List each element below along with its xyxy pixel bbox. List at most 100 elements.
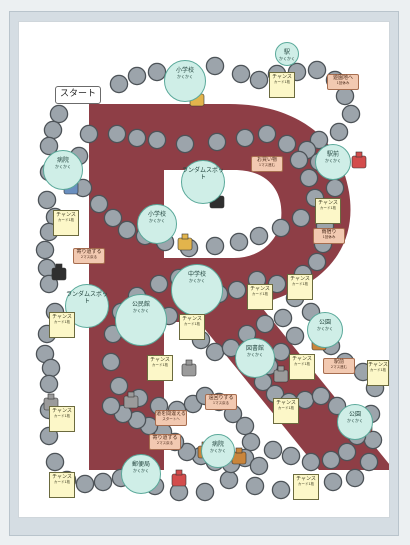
path-space[interactable]: [359, 452, 379, 472]
path-space[interactable]: [273, 308, 293, 328]
path-space[interactable]: [307, 60, 327, 80]
chance-card[interactable]: チャンスカード1枚: [273, 398, 299, 424]
chance-card[interactable]: チャンスカード1枚: [367, 360, 389, 386]
chance-card[interactable]: チャンスカード1枚: [247, 284, 273, 310]
path-space[interactable]: [271, 480, 291, 500]
path-space[interactable]: [325, 178, 345, 198]
station-tile[interactable]: 中学校かくかく: [171, 264, 223, 316]
path-space[interactable]: [35, 240, 55, 260]
path-space[interactable]: [147, 62, 167, 82]
chance-card[interactable]: チャンスカード1枚: [53, 210, 79, 236]
station-tile[interactable]: 病院かくかく: [201, 434, 235, 468]
chance-card[interactable]: チャンスカード1枚: [269, 72, 295, 98]
path-space[interactable]: [101, 396, 121, 416]
path-space[interactable]: [299, 168, 319, 188]
station-tile[interactable]: 公園かくかく: [337, 404, 373, 440]
path-space[interactable]: [101, 352, 121, 372]
path-space[interactable]: [117, 220, 137, 240]
path-space[interactable]: [323, 472, 343, 492]
path-space[interactable]: [257, 124, 277, 144]
path-space[interactable]: [291, 208, 311, 228]
event-tile[interactable]: 道を間違えるスタートへ: [155, 410, 187, 426]
path-space[interactable]: [307, 252, 327, 272]
path-space[interactable]: [93, 472, 113, 492]
path-space[interactable]: [109, 376, 129, 396]
path-space[interactable]: [337, 442, 357, 462]
station-tile[interactable]: 病院かくかく: [43, 150, 83, 190]
station-tile[interactable]: 公園かくかく: [307, 312, 343, 348]
path-space[interactable]: [39, 374, 59, 394]
path-space[interactable]: [207, 132, 227, 152]
path-space[interactable]: [149, 274, 169, 294]
path-space[interactable]: [285, 326, 305, 346]
station-tile[interactable]: 駅前かくかく: [315, 144, 351, 180]
path-space[interactable]: [107, 124, 127, 144]
chance-card[interactable]: チャンスカード1枚: [49, 312, 75, 338]
path-space[interactable]: [311, 386, 331, 406]
path-space[interactable]: [75, 474, 95, 494]
path-space[interactable]: [219, 470, 239, 490]
path-space[interactable]: [41, 358, 61, 378]
path-space[interactable]: [227, 280, 247, 300]
station-tile[interactable]: 公民館かくかく: [115, 294, 167, 346]
path-space[interactable]: [231, 64, 251, 84]
chance-card[interactable]: チャンスカード1枚: [287, 274, 313, 300]
chance-card[interactable]: チャンスカード1枚: [49, 406, 75, 432]
path-space[interactable]: [45, 452, 65, 472]
path-space[interactable]: [329, 122, 349, 142]
station-tile[interactable]: 小学校かくかく: [137, 204, 177, 244]
path-space[interactable]: [241, 432, 261, 452]
path-space[interactable]: [127, 66, 147, 86]
path-space[interactable]: [49, 104, 69, 124]
chance-card[interactable]: チャンスカード1枚: [147, 355, 173, 381]
path-space[interactable]: [245, 476, 265, 496]
path-space[interactable]: [321, 450, 341, 470]
path-space[interactable]: [89, 194, 109, 214]
path-space[interactable]: [235, 416, 255, 436]
path-space[interactable]: [195, 482, 215, 502]
path-space[interactable]: [249, 70, 269, 90]
chance-card[interactable]: チャンスカード1枚: [293, 474, 319, 500]
path-space[interactable]: [345, 468, 365, 488]
path-space[interactable]: [103, 208, 123, 228]
station-tile[interactable]: 小学校かくかく: [164, 60, 206, 102]
path-space[interactable]: [37, 190, 57, 210]
station-tile[interactable]: 郵便局かくかく: [121, 454, 161, 494]
start-tile[interactable]: スタート: [55, 86, 101, 104]
path-space[interactable]: [277, 134, 297, 154]
path-space[interactable]: [109, 74, 129, 94]
path-space[interactable]: [229, 232, 249, 252]
path-space[interactable]: [175, 134, 195, 154]
path-space[interactable]: [235, 128, 255, 148]
path-space[interactable]: [263, 440, 283, 460]
path-space[interactable]: [289, 150, 309, 170]
path-space[interactable]: [255, 314, 275, 334]
path-space[interactable]: [147, 130, 167, 150]
station-tile[interactable]: 図書館かくかく: [235, 338, 275, 378]
chance-card[interactable]: チャンスカード1枚: [179, 314, 205, 340]
chance-card[interactable]: チャンスカード1枚: [315, 198, 341, 224]
chance-card[interactable]: チャンスカード1枚: [289, 354, 315, 380]
chance-card[interactable]: チャンスカード1枚: [49, 472, 75, 498]
path-space[interactable]: [249, 456, 269, 476]
path-space[interactable]: [281, 446, 301, 466]
path-space[interactable]: [127, 128, 147, 148]
path-space[interactable]: [249, 226, 269, 246]
path-space[interactable]: [301, 452, 321, 472]
path-space[interactable]: [177, 442, 197, 462]
station-tile[interactable]: 駅かくかく: [275, 42, 299, 66]
path-space[interactable]: [205, 56, 225, 76]
station-tile[interactable]: ランダムスポット: [181, 160, 225, 204]
path-space[interactable]: [341, 104, 361, 124]
path-space[interactable]: [79, 124, 99, 144]
path-space[interactable]: [205, 236, 225, 256]
path-space[interactable]: [43, 120, 63, 140]
path-space[interactable]: [271, 218, 291, 238]
